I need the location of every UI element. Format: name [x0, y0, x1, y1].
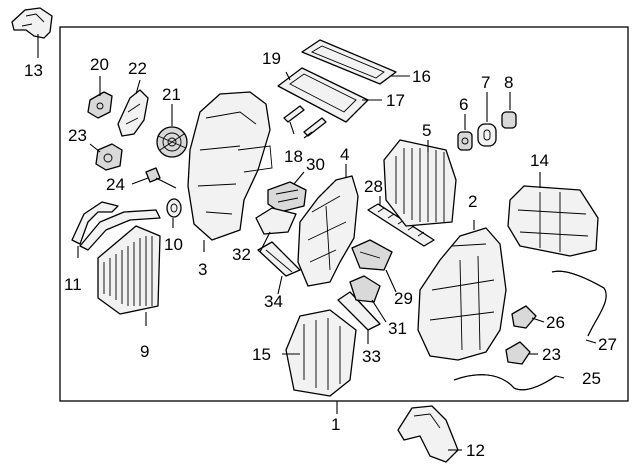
part-16-seal [301, 39, 397, 85]
part-12-duct [397, 405, 459, 463]
part-32-door [255, 207, 297, 235]
callout-10: 10 [164, 235, 183, 254]
callout-5: 5 [422, 121, 431, 140]
part-33-door [337, 291, 381, 331]
part-5-evaporator [383, 139, 457, 227]
callout-34: 34 [264, 292, 283, 311]
part-29-actuator [351, 239, 393, 271]
callout-23-right: 23 [542, 345, 561, 364]
callout-23-left: 23 [68, 126, 87, 145]
part-20-bracket [87, 91, 113, 119]
callout-30: 30 [306, 155, 325, 174]
callout-20: 20 [90, 55, 109, 74]
part-23-actuator-left [95, 143, 123, 171]
callout-14: 14 [530, 151, 549, 170]
part-14-duct [507, 185, 599, 257]
part-18-clips [283, 105, 327, 137]
part-26-bracket [511, 305, 537, 329]
callout-labels: 1 2 3 4 5 6 7 8 9 10 11 12 13 14 15 16 1… [24, 49, 617, 460]
callout-24: 24 [106, 175, 125, 194]
callout-17: 17 [386, 91, 405, 110]
callout-18: 18 [284, 147, 303, 166]
part-15-case-lower [285, 309, 357, 397]
part-21-blower-wheel [156, 126, 188, 158]
callout-21: 21 [162, 85, 181, 104]
callout-33: 33 [362, 347, 381, 366]
part-23-actuator-right [505, 341, 531, 365]
callout-25: 25 [582, 369, 601, 388]
callout-3: 3 [198, 260, 207, 279]
callout-13: 13 [24, 61, 43, 80]
callout-12: 12 [466, 441, 485, 460]
part-27-drain-hose [551, 270, 607, 337]
part-10-grommet [166, 198, 182, 218]
assembly-frame [59, 26, 629, 402]
callout-19: 19 [262, 49, 281, 68]
callout-15: 15 [252, 345, 271, 364]
callout-32: 32 [232, 245, 251, 264]
callout-29: 29 [394, 289, 413, 308]
callout-8: 8 [504, 73, 513, 92]
part-25-hose [453, 374, 557, 391]
part-30-actuator [267, 181, 307, 213]
part-6-seal [457, 131, 473, 151]
callout-4: 4 [340, 145, 349, 164]
leader-lines [37, 34, 597, 451]
callout-16: 16 [412, 67, 431, 86]
callout-7: 7 [481, 73, 490, 92]
callout-22: 22 [128, 59, 147, 78]
callout-2: 2 [468, 192, 477, 211]
part-11-heater-pipes [71, 201, 161, 251]
part-22-bracket [117, 89, 149, 137]
callout-9: 9 [140, 342, 149, 361]
part-31-actuator [349, 275, 381, 303]
part-7-grommet [477, 123, 497, 147]
part-34-door [257, 241, 301, 277]
callout-28: 28 [364, 177, 383, 196]
part-8-plug [501, 111, 517, 129]
callout-31: 31 [388, 319, 407, 338]
part-28-door-strip [367, 203, 435, 247]
callout-6: 6 [459, 95, 468, 114]
callout-26: 26 [546, 313, 565, 332]
callout-1: 1 [331, 415, 340, 434]
part-24-sensor [145, 167, 177, 189]
part-4-case [297, 175, 359, 287]
part-13-bracket [11, 7, 53, 39]
part-2-main-case [417, 227, 507, 361]
part-9-heater-core [97, 225, 161, 315]
part-3-blower-case [187, 91, 273, 241]
callout-27: 27 [598, 335, 617, 354]
callout-11: 11 [64, 275, 82, 294]
